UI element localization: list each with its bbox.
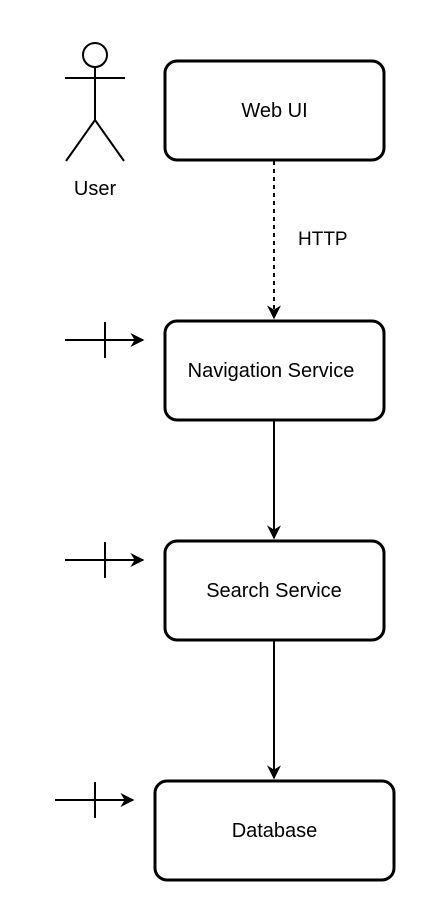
- search-service-node[interactable]: Search Service: [163, 539, 386, 642]
- navigation-service-label: Navigation Service: [188, 360, 355, 382]
- stick-figure-icon: [65, 42, 125, 162]
- entry-arrow-with-bar-icon: [65, 542, 145, 578]
- web-ui-label: Web UI: [241, 100, 307, 122]
- entry-arrow-with-bar-icon: [55, 782, 135, 818]
- database-node[interactable]: Database: [153, 779, 396, 882]
- navigation-service-node[interactable]: Navigation Service: [163, 319, 386, 422]
- entry-arrow-with-bar-icon: [65, 322, 145, 358]
- database-label: Database: [232, 820, 318, 842]
- user-actor: User: [65, 42, 125, 200]
- http-edge-label: HTTP: [298, 229, 348, 250]
- user-label: User: [74, 178, 117, 200]
- web-ui-node[interactable]: Web UI: [163, 59, 386, 162]
- search-service-label: Search Service: [206, 580, 342, 602]
- edge-web-ui-to-navigation: HTTP: [267, 161, 348, 320]
